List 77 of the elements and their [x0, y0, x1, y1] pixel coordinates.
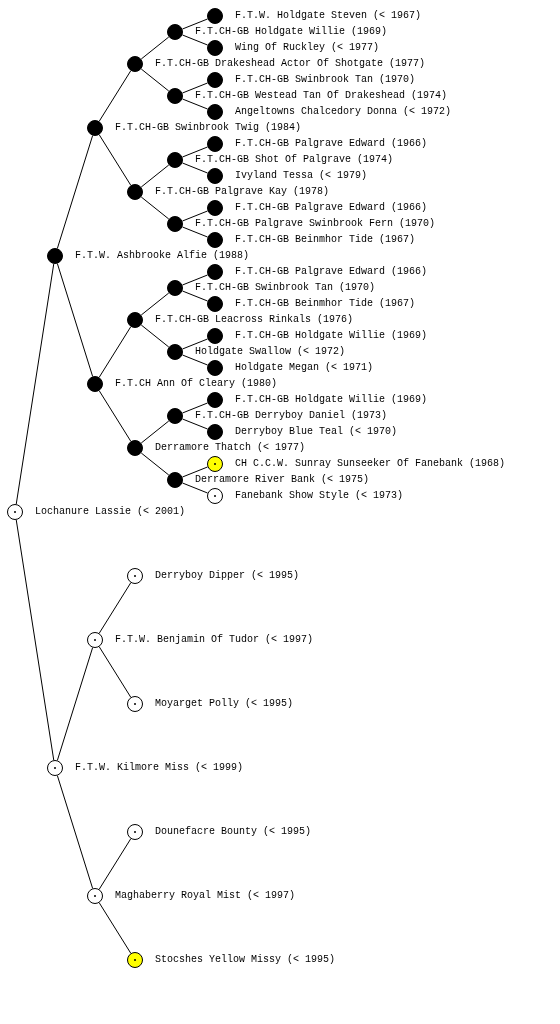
ancestor-name-label: F.T.CH-GB Beinmhor Tide (1967) [235, 234, 416, 246]
ancestor-name-label: Holdgate Swallow (< 1972) [195, 346, 346, 358]
connector-line [181, 34, 209, 46]
ancestor-name-label: F.T.W. Benjamin Of Tudor (< 1997) [115, 634, 314, 646]
connector-line [98, 70, 132, 122]
connector-line [140, 452, 170, 476]
ancestor-name-label: F.T.CH-GB Shot Of Palgrave (1974) [195, 154, 394, 166]
ancestor-name-label: F.T.CH-GB Holdgate Willie (1969) [235, 330, 428, 342]
ancestor-name-label: Derramore River Bank (< 1975) [195, 474, 370, 486]
connector-line [98, 902, 132, 954]
connector-line [181, 466, 209, 478]
connector-line [181, 226, 209, 238]
ancestor-name-label: F.T.W. Ashbrooke Alfie (1988) [75, 250, 250, 262]
ancestor-name-label: F.T.CH Ann Of Cleary (1980) [115, 378, 278, 390]
connector-line [181, 98, 209, 110]
ancestor-name-label: Ivyland Tessa (< 1979) [235, 170, 368, 182]
ancestor-name-label: Holdgate Megan (< 1971) [235, 362, 374, 374]
connector-line [98, 646, 132, 698]
ancestor-name-label: CH C.C.W. Sunray Sunseeker Of Fanebank (1968) [235, 458, 506, 470]
connector-line [140, 196, 170, 220]
ancestor-name-label: F.T.CH-GB Drakeshead Actor Of Shotgate (1977) [155, 58, 426, 70]
ancestor-name-label: Derryboy Blue Teal (< 1970) [235, 426, 398, 438]
connector-line [140, 164, 170, 188]
ancestor-name-label: F.T.CH-GB Palgrave Edward (1966) [235, 266, 428, 278]
connector-line [140, 292, 170, 316]
connector-line [56, 135, 94, 249]
ancestor-name-label: F.T.CH-GB Palgrave Swinbrook Fern (1970) [195, 218, 436, 230]
ancestor-name-label: F.T.CH-GB Leacross Rinkals (1976) [155, 314, 354, 326]
ancestor-name-label: F.T.CH-GB Swinbrook Tan (1970) [235, 74, 416, 86]
ancestor-name-label: Dounefacre Bounty (< 1995) [155, 826, 312, 838]
connector-line [15, 519, 55, 761]
connector-line [15, 263, 55, 505]
connector-line [140, 324, 170, 348]
connector-line [181, 162, 209, 174]
ancestor-name-label: Angeltowns Chalcedory Donna (< 1972) [235, 106, 452, 118]
ancestor-name-label: F.T.CH-GB Beinmhor Tide (1967) [235, 298, 416, 310]
connector-line [56, 775, 94, 889]
connector-line [98, 582, 132, 634]
connector-line [98, 326, 132, 378]
ancestor-name-label: Moyarget Polly (< 1995) [155, 698, 294, 710]
ancestor-name-label: F.T.CH-GB Westead Tan Of Drakeshead (1974) [195, 90, 448, 102]
connector-line [181, 146, 209, 158]
ancestor-name-label: F.T.CH-GB Swinbrook Twig (1984) [115, 122, 302, 134]
connector-line [181, 18, 209, 30]
ancestor-name-label: F.T.W. Kilmore Miss (< 1999) [75, 762, 244, 774]
ancestor-name-label: Wing Of Ruckley (< 1977) [235, 42, 380, 54]
ancestor-name-label: F.T.CH-GB Palgrave Edward (1966) [235, 202, 428, 214]
ancestor-name-label: Fanebank Show Style (< 1973) [235, 490, 404, 502]
connector-line [181, 482, 209, 494]
ancestor-name-label: F.T.CH-GB Palgrave Edward (1966) [235, 138, 428, 150]
connector-line [181, 290, 209, 302]
ancestor-name-label: Stocshes Yellow Missy (< 1995) [155, 954, 336, 966]
ancestor-name-label: F.T.W. Holdgate Steven (< 1967) [235, 10, 422, 22]
connector-line [181, 274, 209, 286]
connector-line [98, 390, 132, 442]
connector-line [181, 418, 209, 430]
connector-line [140, 68, 170, 92]
ancestor-name-label: F.T.CH-GB Holdgate Willie (1969) [195, 26, 388, 38]
connector-line [56, 263, 94, 377]
connector-line [181, 354, 209, 366]
ancestor-name-label: F.T.CH-GB Holdgate Willie (1969) [235, 394, 428, 406]
connector-line [98, 134, 132, 186]
connector-line [181, 402, 209, 414]
ancestor-name-label: Derramore Thatch (< 1977) [155, 442, 306, 454]
connector-line [56, 647, 94, 761]
ancestor-name-label: F.T.CH-GB Palgrave Kay (1978) [155, 186, 330, 198]
ancestor-name-label: Derryboy Dipper (< 1995) [155, 570, 300, 582]
connector-line [181, 82, 209, 94]
ancestor-name-label: F.T.CH-GB Derryboy Daniel (1973) [195, 410, 388, 422]
connector-line [98, 838, 132, 890]
connector-line [181, 338, 209, 350]
ancestor-name-label: Maghaberry Royal Mist (< 1997) [115, 890, 296, 902]
connector-line [181, 210, 209, 222]
ancestor-name-label: Lochanure Lassie (< 2001) [35, 506, 186, 518]
ancestor-name-label: F.T.CH-GB Swinbrook Tan (1970) [195, 282, 376, 294]
connector-line [140, 420, 170, 444]
connector-line [140, 36, 170, 60]
